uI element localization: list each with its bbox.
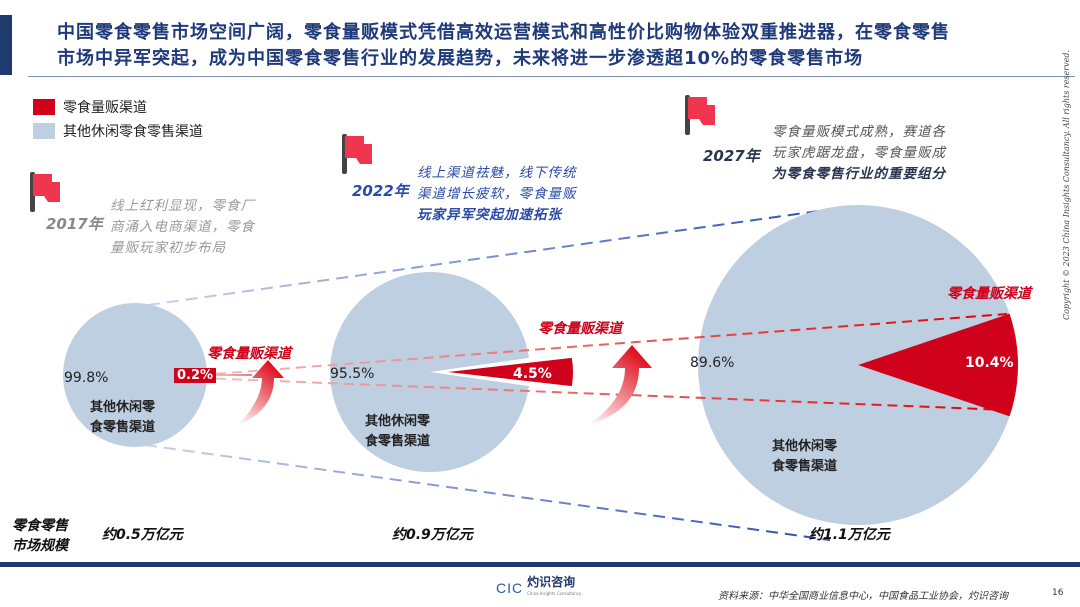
milestone-year: 2022年 bbox=[352, 182, 409, 200]
market-size-2027: 约1.1万亿元 bbox=[809, 527, 890, 543]
caption-line: 食零售渠道 bbox=[365, 434, 431, 449]
page-number: 16 bbox=[1052, 588, 1064, 598]
caption-line: 食零售渠道 bbox=[90, 420, 156, 435]
growth-dash-top bbox=[147, 207, 841, 306]
market-size-2022: 约0.9万亿元 bbox=[392, 527, 473, 543]
pie-2022-other-label: 95.5% bbox=[330, 366, 375, 382]
desc-line: 为零食零售行业的重要组分 bbox=[772, 166, 946, 182]
desc-line: 线上渠道祛魅，线下传统 bbox=[417, 165, 577, 181]
legend-item-blue: 其他休闲零食零售渠道 bbox=[33, 121, 203, 141]
caption-line: 其他休闲零 bbox=[90, 400, 156, 415]
pie-2017-other-label: 99.8% bbox=[64, 370, 109, 386]
desc-line: 量贩玩家初步布局 bbox=[110, 240, 226, 256]
logo-mark: CIC bbox=[496, 580, 524, 596]
title-line-2: 市场中异军突起，成为中国零食零售行业的发展趋势，未来将进一步渗透超10%的零食零… bbox=[57, 48, 864, 69]
flag-icon bbox=[685, 95, 715, 135]
red-channel-label: 零食量贩渠道 bbox=[947, 286, 1031, 302]
pie-slice-red bbox=[858, 313, 1019, 417]
market-size-2017: 约0.5万亿元 bbox=[102, 527, 183, 543]
legend-item-red: 零食量贩渠道 bbox=[33, 97, 147, 117]
market-size-label: 零食零售市场规模 bbox=[12, 516, 68, 556]
red-dash-bottom bbox=[199, 377, 1008, 411]
caption-line: 食零售渠道 bbox=[772, 459, 838, 474]
footer-bar bbox=[0, 562, 1080, 567]
milestone-year: 2027年 bbox=[703, 147, 760, 165]
pie-2017-red-label: 0.2% bbox=[174, 368, 217, 383]
caption-line: 其他休闲零 bbox=[772, 439, 838, 454]
desc-line: 线上红利显现，零食厂 bbox=[110, 198, 255, 214]
flag-icon bbox=[30, 172, 60, 212]
milestone-desc: 零食量贩模式成熟，赛道各 玩家虎踞龙盘，零食量贩成 为零食零售行业的重要组分 bbox=[772, 122, 946, 185]
red-channel-label: 零食量贩渠道 bbox=[538, 321, 622, 337]
growth-arrow-icon bbox=[238, 360, 284, 425]
title-divider bbox=[28, 76, 1075, 77]
pie-caption: 其他休闲零食零售渠道 bbox=[90, 398, 155, 438]
desc-line: 渠道增长疲软，零食量贩 bbox=[417, 186, 577, 202]
pie-caption: 其他休闲零食零售渠道 bbox=[772, 437, 837, 477]
logo-subtitle: China Insights Consultancy bbox=[527, 591, 582, 596]
title-accent-bar bbox=[0, 15, 12, 75]
label-line: 零食零售 bbox=[12, 518, 68, 534]
red-dash-top bbox=[199, 313, 1008, 376]
desc-line: 零食量贩模式成熟，赛道各 bbox=[772, 124, 946, 140]
cic-logo: CIC 灼识咨询 China Insights Consultancy bbox=[496, 576, 581, 600]
milestone-desc: 线上红利显现，零食厂 商涌入电商渠道，零食 量贩玩家初步布局 bbox=[110, 196, 255, 259]
label-line: 市场规模 bbox=[12, 538, 68, 554]
milestone-desc: 线上渠道祛魅，线下传统 渠道增长疲软，零食量贩 玩家异军突起加速拓张 bbox=[417, 163, 577, 226]
red-channel-label: 零食量贩渠道 bbox=[207, 346, 291, 362]
pie-caption: 其他休闲零食零售渠道 bbox=[365, 412, 430, 452]
title-line-1: 中国零食零售市场空间广阔，零食量贩模式凭借高效运营模式和高性价比购物体验双重推进… bbox=[57, 22, 950, 43]
growth-dash-bottom bbox=[144, 444, 831, 541]
milestone-year: 2017年 bbox=[46, 215, 103, 233]
source-note: 资料来源：中华全国商业信息中心，中国食品工业协会，灼识咨询 bbox=[718, 591, 1008, 602]
page-title: 中国零食零售市场空间广阔，零食量贩模式凭借高效运营模式和高性价比购物体验双重推进… bbox=[57, 20, 950, 72]
legend-label: 其他休闲零食零售渠道 bbox=[63, 124, 203, 140]
legend-swatch-red bbox=[33, 99, 55, 115]
legend-label: 零食量贩渠道 bbox=[63, 100, 147, 116]
caption-line: 其他休闲零 bbox=[365, 414, 431, 429]
pie-slice-other bbox=[63, 303, 207, 447]
pie-2027-other-label: 89.6% bbox=[690, 355, 735, 371]
copyright-text: Copyright © 2023 China Insights Consulta… bbox=[1062, 49, 1071, 320]
logo-text: 灼识咨询 China Insights Consultancy bbox=[527, 576, 581, 600]
logo-name: 灼识咨询 bbox=[527, 575, 576, 589]
growth-arrow-icon bbox=[588, 345, 652, 425]
pie-2022-red-label: 4.5% bbox=[513, 366, 552, 382]
flag-icon bbox=[342, 134, 372, 174]
desc-line: 玩家异军突起加速拓张 bbox=[417, 207, 562, 223]
pie-slice-red bbox=[448, 357, 574, 387]
pie-2027-red-label: 10.4% bbox=[965, 355, 1014, 371]
desc-line: 商涌入电商渠道，零食 bbox=[110, 219, 255, 235]
legend-swatch-blue bbox=[33, 123, 55, 139]
desc-line: 玩家虎踞龙盘，零食量贩成 bbox=[772, 145, 946, 161]
